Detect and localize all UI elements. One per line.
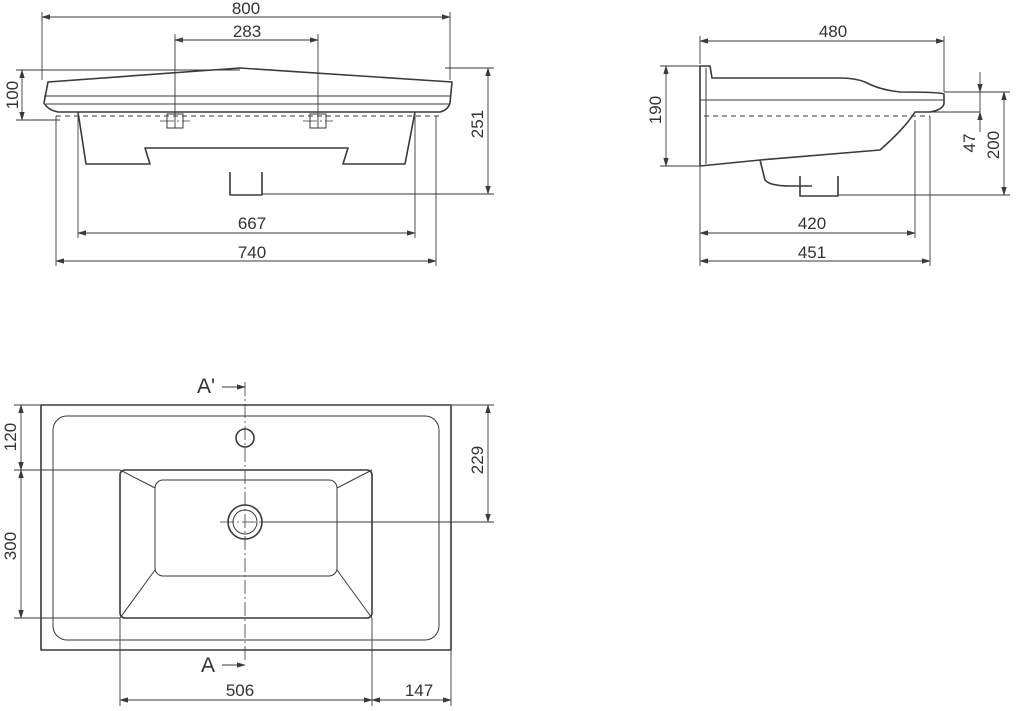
dim-147-label: 147 — [405, 681, 433, 700]
dim-420-label: 420 — [798, 214, 826, 233]
top-inner-rim — [52, 415, 440, 641]
section-marker-top: A' — [197, 375, 215, 398]
top-bowl-edge — [336, 569, 373, 619]
front-rim-outline — [43, 67, 453, 113]
dim-800-label: 800 — [232, 0, 260, 18]
dim-667-label: 667 — [238, 214, 266, 233]
dim-100-label: 100 — [3, 81, 22, 109]
dim-451-label: 451 — [798, 243, 826, 262]
front-view: 800 283 100 251 667 740 — [3, 0, 494, 266]
dim-47-label: 47 — [960, 134, 979, 153]
side-drain — [799, 176, 839, 197]
dim-190-label: 190 — [646, 96, 665, 124]
front-basin-outline — [77, 111, 416, 165]
top-bowl-edge — [336, 469, 373, 489]
dim-506-label: 506 — [226, 681, 254, 700]
section-marker-bottom: A — [201, 654, 215, 677]
top-view: A' A 120 300 229 506 147 — [1, 375, 494, 706]
dim-229-label: 229 — [468, 446, 487, 474]
side-profile-outline — [699, 65, 945, 167]
dim-480-label: 480 — [819, 22, 847, 41]
top-bowl-floor — [154, 479, 338, 577]
dim-283-label: 283 — [233, 22, 261, 41]
side-view: 480 190 47 200 420 451 — [646, 22, 1010, 266]
dim-120-label: 120 — [1, 423, 20, 451]
top-outer-outline — [40, 404, 452, 651]
dim-251-label: 251 — [468, 110, 487, 138]
dim-300-label: 300 — [1, 532, 20, 560]
top-bowl-edge — [119, 569, 156, 619]
side-bowl — [759, 159, 812, 187]
top-bowl-outline — [119, 469, 373, 619]
front-drain — [229, 172, 263, 196]
dim-200-label: 200 — [984, 131, 1003, 159]
dim-740-label: 740 — [238, 243, 266, 262]
top-bowl-edge — [119, 469, 156, 489]
